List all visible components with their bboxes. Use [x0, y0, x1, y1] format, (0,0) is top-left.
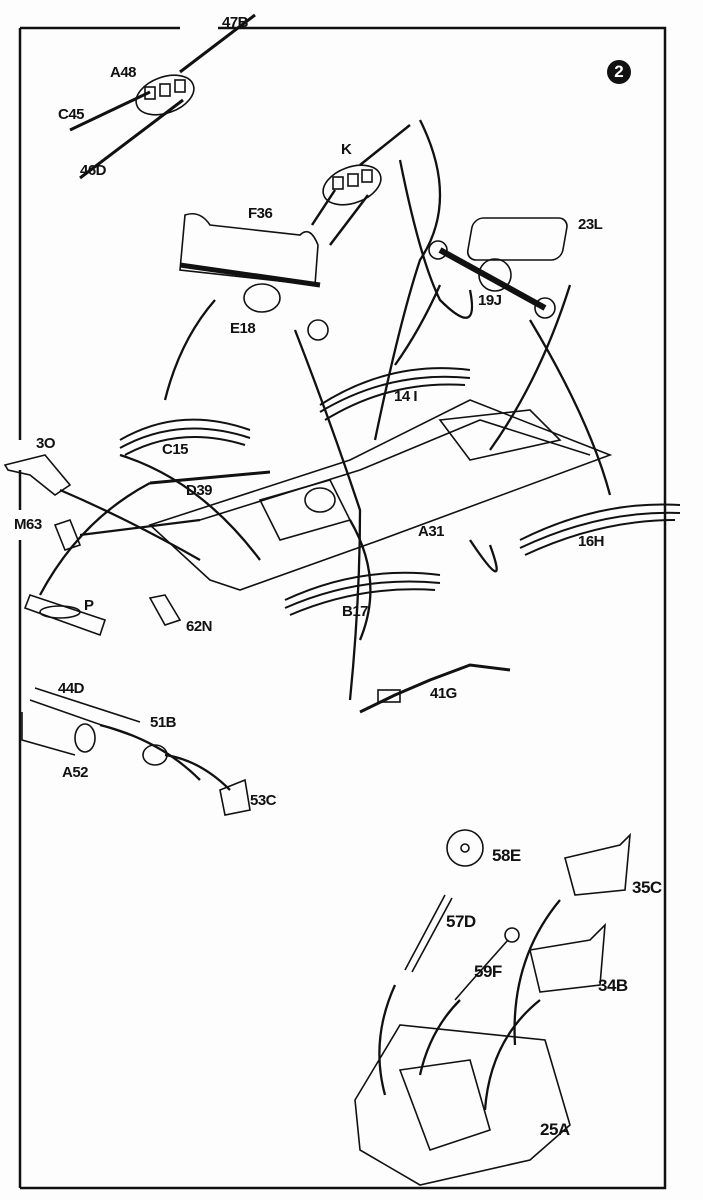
part-label-51b: 51B: [150, 714, 177, 731]
part-label-53c: 53C: [250, 792, 277, 809]
part-label-3o: 3O: [36, 435, 56, 452]
part-label-b17: B17: [342, 603, 369, 620]
part-label-14i: 14 I: [394, 388, 418, 405]
part-label-19j: 19J: [478, 292, 502, 309]
fuel-tank-23l: [466, 217, 568, 261]
part-label-62n: 62N: [186, 618, 213, 635]
part-label-16h: 16H: [578, 533, 605, 550]
rear-axle: [428, 240, 556, 319]
exhaust-41g: [359, 663, 511, 714]
part-label-59f: 59F: [474, 962, 502, 981]
part-label-a48: A48: [110, 64, 137, 81]
part-label-e18: E18: [230, 320, 256, 337]
part-label-a52: A52: [62, 764, 89, 781]
headlight-bar-a48: [69, 13, 256, 180]
front-axle: [179, 212, 329, 341]
seat-35c: [564, 832, 631, 896]
part-label-c45: C45: [58, 106, 85, 123]
shifter-59f: [454, 927, 520, 1001]
cab-floor-25a: [354, 1024, 571, 1186]
part-label-47b: 47B: [222, 14, 249, 31]
bracket-n62: [148, 594, 182, 626]
steering-wheel-58e: [446, 829, 484, 867]
page-border: [18, 26, 667, 1190]
steering-column-57d: [404, 894, 453, 973]
part-label-46d: 46D: [80, 162, 107, 179]
part-label-57d: 57D: [446, 912, 476, 931]
bracket-m63: [53, 519, 82, 551]
part-label-34b: 34B: [598, 976, 628, 995]
part-label-58e: 58E: [492, 846, 521, 865]
headlight-bar-k: [310, 124, 411, 246]
part-label-m63: M63: [14, 516, 42, 533]
leaf-springs: [119, 367, 681, 616]
chassis-frame-a31: [148, 399, 613, 591]
part-label-f36: F36: [248, 205, 273, 222]
grille-p: [23, 593, 107, 637]
engine-parts: [21, 687, 251, 816]
part-label-a31: A31: [418, 523, 445, 540]
part-label-44d: 44D: [58, 680, 85, 697]
part-label-23l: 23L: [578, 216, 603, 233]
assembly-arrows: [38, 119, 612, 1111]
part-label-25a: 25A: [540, 1120, 570, 1139]
bumper-o3: [3, 454, 72, 496]
part-label-35c: 35C: [632, 878, 662, 897]
step-number-badge: 2: [607, 60, 631, 84]
seat-34b: [529, 922, 606, 993]
tie-rod-d39: [149, 470, 271, 485]
part-label-k: K: [341, 141, 352, 158]
part-label-c15: C15: [162, 441, 189, 458]
part-label-41g: 41G: [430, 685, 457, 702]
part-label-p: P: [84, 597, 94, 614]
part-label-d39: D39: [186, 482, 213, 499]
